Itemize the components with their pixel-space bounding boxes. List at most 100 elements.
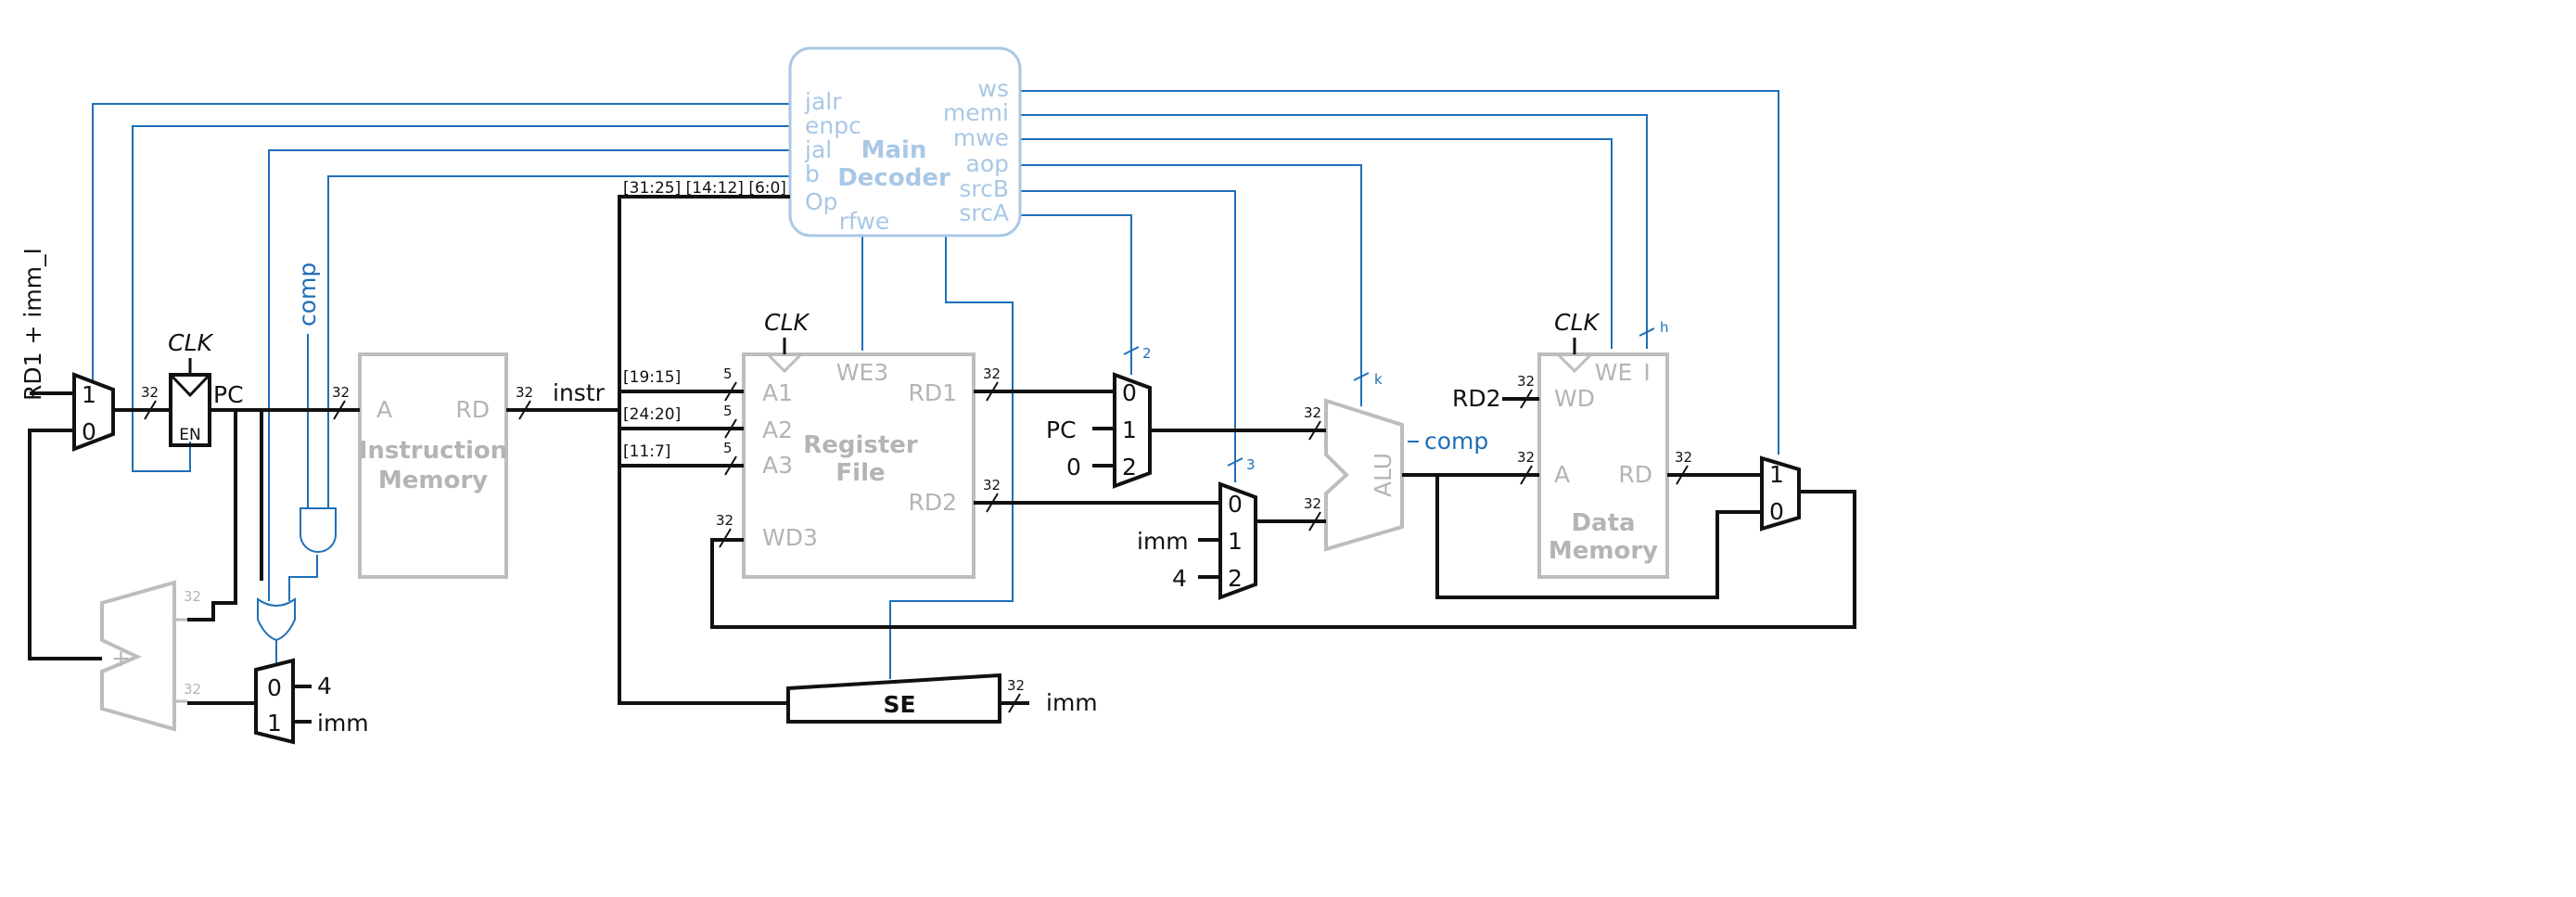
or-gate: [257, 597, 296, 642]
srca-mux-in-1: 1: [1122, 416, 1137, 443]
decoder-out-srca: srcA: [959, 199, 1009, 226]
alu-label: ALU: [1370, 453, 1396, 497]
br-mux-in-1: 1: [267, 710, 282, 737]
rf-port-rd1: RD1: [908, 379, 957, 406]
bus-wd3: 32: [716, 512, 733, 529]
bus-memi-ctrl: h: [1660, 319, 1669, 336]
decoder-in-op: Op: [805, 188, 838, 215]
br-in-four: 4: [317, 673, 332, 699]
bus-a2: 5: [723, 403, 733, 419]
dmem-clk-label: CLK: [1554, 309, 1600, 336]
decoder-in-jal: jal: [804, 136, 832, 163]
rf-port-rd2: RD2: [908, 489, 957, 516]
srcb-mux-in-1: 1: [1228, 528, 1243, 555]
rf-port-we3: WE3: [836, 359, 888, 386]
bus-srcb-ctrl: 3: [1246, 456, 1256, 473]
pc-adder: + 32 32: [100, 580, 201, 732]
imem-title-2: Memory: [378, 467, 488, 494]
srcb-mux: 0 1 2 imm 4: [1137, 481, 1257, 600]
pc-mux-in-0: 0: [82, 418, 96, 445]
alu-comp-label: comp: [1424, 428, 1488, 455]
bus-wd: 32: [1517, 373, 1535, 390]
ws-mux-in-0: 0: [1769, 498, 1784, 525]
alu: ALU: [1324, 398, 1404, 552]
instr-label: instr: [553, 379, 606, 406]
imem-title-1: Instruction: [359, 437, 508, 465]
decoder-out-srcb: srcB: [959, 175, 1009, 202]
br-in-imm: imm: [317, 710, 369, 737]
rf-port-a1: A1: [762, 379, 793, 406]
instruction-memory: A RD Instruction Memory: [358, 352, 508, 579]
bus-pc-imem: 32: [332, 384, 350, 401]
bus-dmem-a: 32: [1517, 449, 1535, 466]
srca-mux-in-2: 2: [1122, 454, 1137, 481]
srca-mux-in-0: 0: [1122, 379, 1137, 406]
decoder-out-memi: memi: [943, 99, 1009, 126]
main-decoder: Main Decoder jalr enpc jal b Op ws memi …: [788, 46, 1022, 237]
decoder-out-ws: ws: [978, 75, 1009, 102]
bus-a3: 5: [723, 440, 733, 456]
decoder-out-aop: aop: [966, 150, 1009, 177]
sign-extend: SE imm: [786, 673, 1098, 724]
bus-se: 32: [1007, 677, 1025, 694]
decoder-in-enpc: enpc: [805, 112, 861, 139]
adder-bus-bottom: 32: [184, 681, 201, 698]
register-file: A1 A2 A3 WD3 WE3 RD1 RD2 Register File: [742, 352, 976, 579]
rf-title-2: File: [835, 459, 885, 487]
imem-port-a: A: [376, 396, 392, 423]
rf-clk-label: CLK: [764, 309, 810, 336]
bus-alu-a: 32: [1304, 404, 1321, 421]
srca-in-zero: 0: [1066, 454, 1081, 481]
rd2-label: RD2: [1452, 385, 1501, 412]
pc-register: EN: [169, 358, 211, 447]
field-a2: [24:20]: [623, 405, 681, 424]
adder-bus-top: 32: [184, 588, 201, 605]
dmem-port-we: WE: [1595, 359, 1633, 386]
decoder-in-b: b: [805, 160, 820, 187]
control-wires: [92, 90, 1779, 679]
bus-rd2: 32: [983, 477, 1001, 493]
decoder-out-rfwe: rfwe: [839, 208, 889, 235]
dmem-title-2: Memory: [1549, 537, 1658, 565]
field-a3: [11:7]: [623, 442, 670, 461]
imem-port-rd: RD: [455, 396, 490, 423]
bus-dmem-rd: 32: [1675, 449, 1692, 466]
data-memory: WD A WE RD Data Memory I: [1537, 352, 1669, 579]
dmem-port-rd: RD: [1618, 461, 1652, 488]
field-top-label: [31:25] [14:12] [6:0]: [623, 179, 786, 198]
adder-plus: +: [111, 645, 131, 672]
pc-mux: 1 0: [72, 372, 115, 452]
srcb-mux-in-2: 2: [1228, 565, 1243, 592]
dmem-side-label: I: [1643, 359, 1650, 386]
ws-mux: 1 0: [1760, 455, 1801, 532]
pc-clk-label: CLK: [168, 329, 214, 356]
pc-mux-in-1: 1: [82, 381, 96, 408]
decoder-title-2: Decoder: [837, 164, 950, 192]
rf-port-wd3: WD3: [762, 524, 818, 551]
rf-port-a2: A2: [762, 416, 793, 443]
srcb-in-four: 4: [1172, 565, 1187, 592]
rd1-imm-label: RD1 + imm_I: [19, 248, 46, 401]
bus-width-marks: [144, 381, 1689, 713]
srcb-in-imm: imm: [1137, 528, 1189, 555]
bus-a1: 5: [723, 365, 733, 382]
bus-rd1: 32: [983, 365, 1001, 382]
bus-alu-b: 32: [1304, 495, 1321, 512]
dmem-title-1: Data: [1571, 509, 1635, 537]
comp-input-label: comp: [294, 263, 321, 327]
dmem-port-a: A: [1554, 461, 1570, 488]
bus-srca-ctrl: 2: [1142, 345, 1152, 362]
decoder-out-mwe: mwe: [953, 124, 1009, 151]
decoder-title-1: Main: [861, 136, 927, 164]
rf-port-a3: A3: [762, 452, 793, 479]
labels: RD1 + imm_I CLK PC comp instr CLK CLK co…: [19, 179, 1692, 694]
se-out-imm: imm: [1046, 689, 1098, 716]
branch-mux: 0 1 4 imm: [254, 658, 369, 745]
bus-instr: 32: [516, 384, 533, 401]
field-a1: [19:15]: [623, 368, 681, 387]
pc-label: PC: [213, 381, 244, 408]
br-mux-in-0: 0: [267, 674, 282, 701]
srcb-mux-in-0: 0: [1228, 491, 1243, 518]
srca-mux: 0 1 2 PC 0: [1046, 372, 1152, 489]
